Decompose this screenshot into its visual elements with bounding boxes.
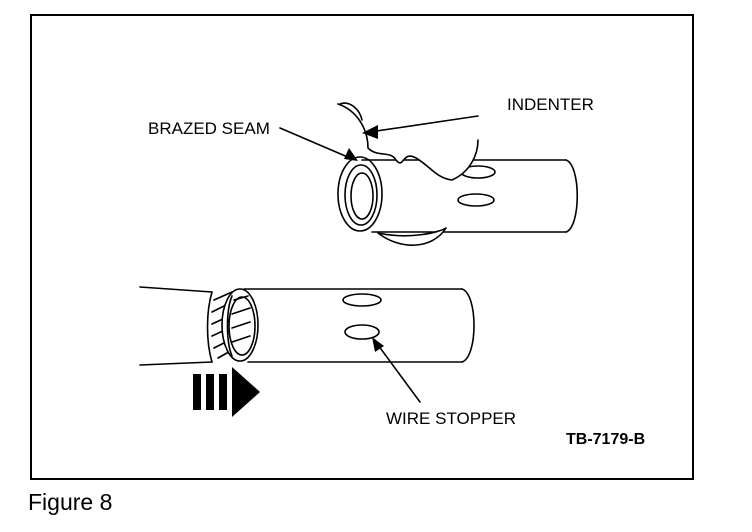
indenter-jaw-icon	[337, 102, 479, 181]
tube-with-cable-icon	[139, 286, 475, 366]
figure-frame	[30, 14, 694, 480]
label-brazed-seam: BRAZED SEAM	[148, 119, 270, 138]
label-wire-stopper: WIRE STOPPER	[386, 409, 517, 428]
brazed-seam-leader-arrow	[279, 127, 358, 161]
figure-code: TB-7179-B	[566, 431, 646, 448]
dashed-arrow-right-icon	[193, 367, 260, 417]
label-indenter: INDENTER	[507, 95, 594, 114]
figure-caption: Figure 8	[28, 489, 113, 515]
indenter-leader-arrow	[362, 115, 479, 139]
wire-stopper-leader-arrow	[372, 337, 421, 403]
brazed-tube-icon	[337, 156, 579, 246]
